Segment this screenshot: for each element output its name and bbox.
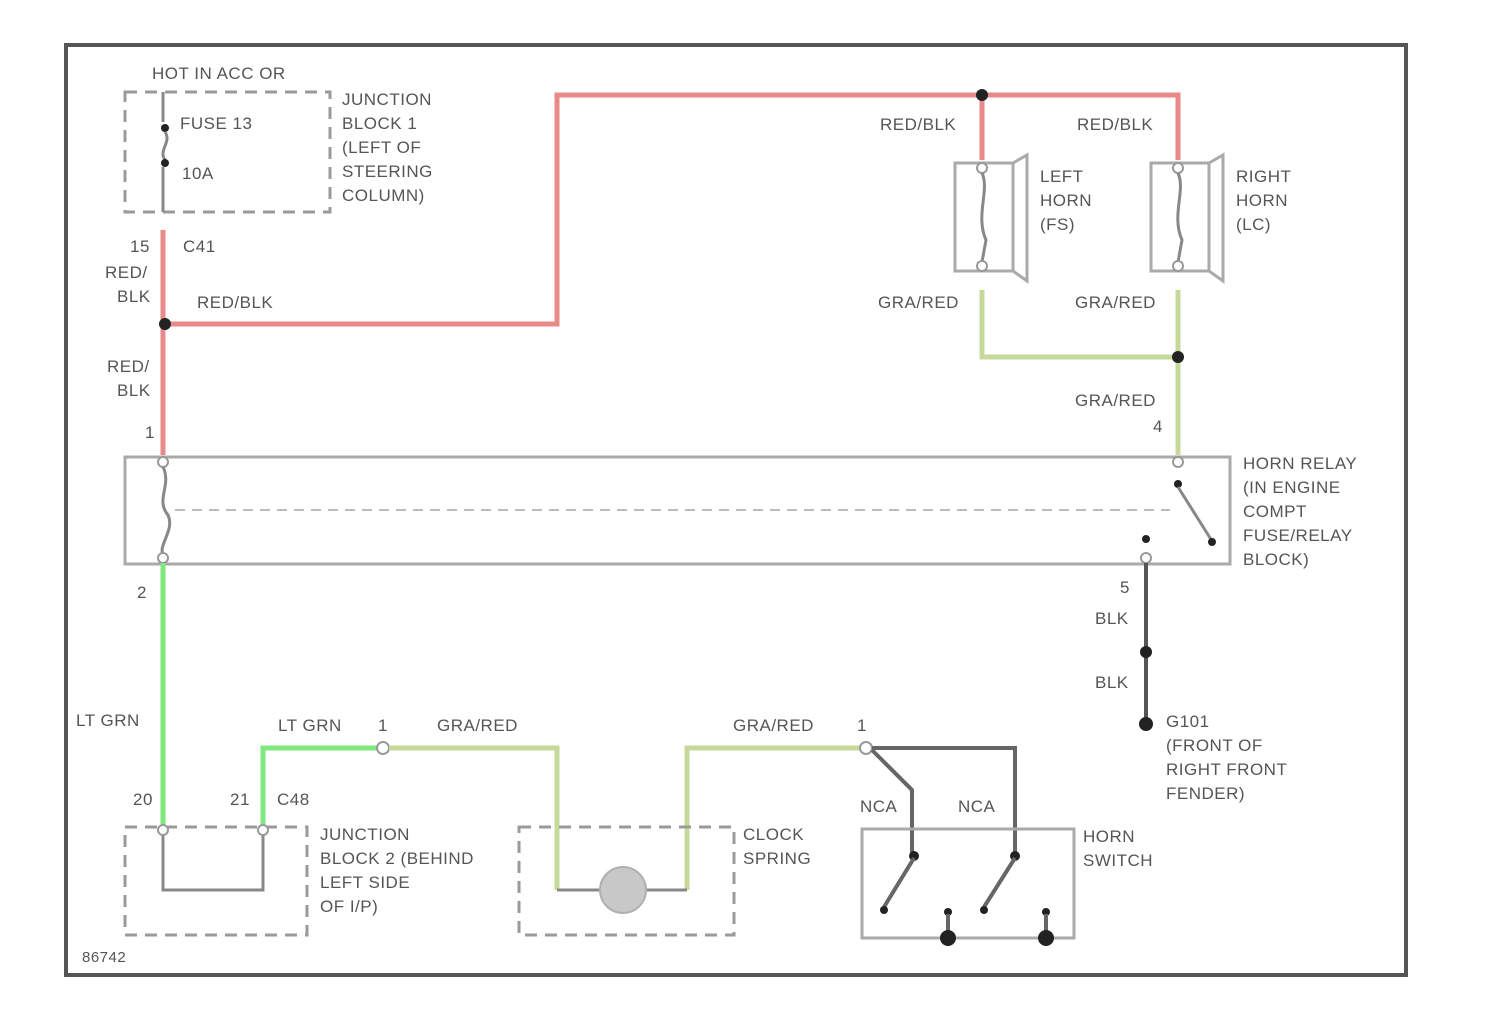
horn-relay-line1: HORN RELAY [1243, 454, 1357, 473]
junction-block-2: 20 21 C48 JUNCTION BLOCK 2 (BEHIND LEFT … [125, 790, 474, 935]
relay-contact [1178, 487, 1212, 541]
pin-relay-4: 4 [1153, 417, 1163, 436]
connector-c41: C41 [183, 237, 216, 256]
pin-splice-1: 1 [378, 716, 388, 735]
clock-spring-line1: CLOCK [743, 825, 804, 844]
junction-block-1: HOT IN ACC OR FUSE 13 10A JUNCTION BLOCK… [125, 64, 433, 212]
right-horn-line2: HORN [1236, 191, 1288, 210]
junction-block-1-box [125, 92, 330, 212]
horn-switch-contact-b [984, 858, 1015, 907]
relay-coil [162, 467, 170, 555]
jb2-line3: LEFT SIDE [320, 873, 410, 892]
right-horn-line3: (LC) [1236, 215, 1271, 234]
jb1-label-line3: (LEFT OF [342, 138, 421, 157]
pin-switch-1: 1 [857, 716, 867, 735]
wire-gra-red-to-clock-spring [389, 748, 557, 890]
jb2-internal-link [163, 833, 263, 890]
jb1-label-line1: JUNCTION [342, 90, 432, 109]
fuse-name: FUSE 13 [180, 114, 252, 133]
horn-switch-contact-a [884, 858, 914, 907]
horn-relay-line4: FUSE/RELAY [1243, 526, 1353, 545]
jb1-label-line4: STEERING [342, 162, 433, 181]
pin-relay-2: 2 [137, 583, 147, 602]
wire-lt-grn-jb2 [263, 748, 378, 825]
splice-horn-ground [1172, 351, 1184, 363]
connector-c48: C48 [277, 790, 310, 809]
left-horn-line2: HORN [1040, 191, 1092, 210]
jb2-line2: BLOCK 2 (BEHIND [320, 849, 474, 868]
horn-switch-ground-b [1038, 930, 1054, 946]
wire-label-gra-red-left-horn: GRA/RED [878, 293, 959, 312]
left-horn-line3: (FS) [1040, 215, 1075, 234]
ground-line1: G101 [1166, 712, 1210, 731]
wire-label-blk-a: BLK [1095, 609, 1129, 628]
splice-ground [1140, 646, 1152, 658]
horn-switch-line1: HORN [1083, 827, 1135, 846]
jb1-label-line2: BLOCK 1 [342, 114, 417, 133]
horn-switch-ground-a [940, 930, 956, 946]
wire-label-gra-red-right-horn: GRA/RED [1075, 293, 1156, 312]
wire-label-nca-b: NCA [958, 797, 996, 816]
ground-g101 [1139, 717, 1153, 731]
horn-switch: HORN SWITCH [862, 827, 1153, 946]
pin-jb1-out: 15 [130, 237, 150, 256]
wire-label-red-blk-right-horn: RED/BLK [1077, 115, 1153, 134]
horn-relay: HORN RELAY (IN ENGINE COMPT FUSE/RELAY B… [125, 454, 1357, 569]
right-horn: RIGHT HORN (LC) [1151, 155, 1291, 281]
wire-label-gra-red-b: GRA/RED [733, 716, 814, 735]
wire-label-red-blk-left-horn: RED/BLK [880, 115, 956, 134]
wire-label-lt-grn-a: LT GRN [76, 711, 140, 730]
pin-relay-5: 5 [1120, 578, 1130, 597]
splice-jb1 [159, 318, 171, 330]
jb1-label-line5: COLUMN) [342, 186, 425, 205]
right-horn-line1: RIGHT [1236, 167, 1291, 186]
horn-relay-line5: BLOCK) [1243, 550, 1309, 569]
fuse-13-symbol [163, 132, 167, 160]
fuse-rating: 10A [182, 164, 214, 183]
pin-relay-1: 1 [145, 423, 155, 442]
ground-line2: (FRONT OF [1166, 736, 1263, 755]
horn-switch-line2: SWITCH [1083, 851, 1153, 870]
horn-relay-line2: (IN ENGINE [1243, 478, 1341, 497]
wire-label-red-blk-b: BLK [117, 287, 151, 306]
connector-pin-horn-switch [860, 742, 872, 754]
ground-line3: RIGHT FRONT [1166, 760, 1287, 779]
wire-label-gra-red-relay: GRA/RED [1075, 391, 1156, 410]
wire-label-red-blk-c: RED/BLK [197, 293, 273, 312]
wire-label-lt-grn-b: LT GRN [278, 716, 342, 735]
jb2-line4: OF I/P) [320, 897, 378, 916]
left-horn: LEFT HORN (FS) [955, 155, 1092, 281]
jb2-line1: JUNCTION [320, 825, 410, 844]
junction-block-2-box [125, 827, 307, 935]
ground-line4: FENDER) [1166, 784, 1245, 803]
clock-spring-line2: SPRING [743, 849, 811, 868]
power-source-label: HOT IN ACC OR [152, 64, 286, 83]
horn-switch-box [862, 829, 1074, 938]
diagram-id: 86742 [82, 949, 126, 966]
wire-label-nca-a: NCA [860, 797, 898, 816]
clock-spring: CLOCK SPRING [519, 825, 811, 935]
splice-horn-feed [976, 89, 988, 101]
wire-label-blk-b: BLK [1095, 673, 1129, 692]
pin-jb2-out: 21 [230, 790, 250, 809]
wire-label-red-blk-a: RED/ [105, 263, 148, 282]
connector-pin-lt-grn [377, 742, 389, 754]
wire-label-red-blk-e: BLK [117, 381, 151, 400]
left-horn-line1: LEFT [1040, 167, 1084, 186]
horn-relay-line3: COMPT [1243, 502, 1307, 521]
pin-jb2-in: 20 [133, 790, 153, 809]
clock-spring-coil [600, 867, 646, 913]
wire-label-red-blk-d: RED/ [107, 357, 150, 376]
wire-label-gra-red-a: GRA/RED [437, 716, 518, 735]
wire-gra-red-from-clock-spring [687, 748, 862, 890]
